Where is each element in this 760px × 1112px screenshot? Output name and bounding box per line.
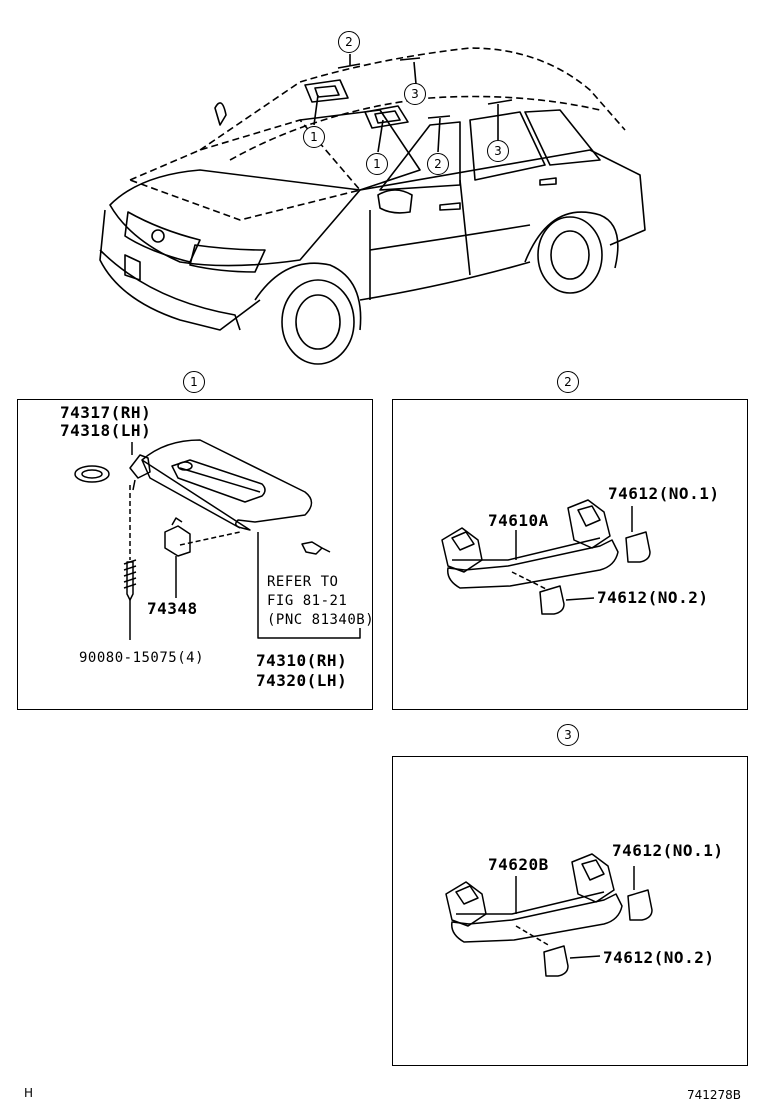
callout-1-right: 1 [366,153,388,175]
part-74317-rh-label: 74317(RH) [60,403,152,422]
part-90080-15075-label: 90080-15075(4) [79,650,205,666]
figure-number: 741278B [687,1088,742,1102]
vehicle-illustration [99,47,646,365]
callout-1-left: 1 [303,126,325,148]
part-74612-no1-rear-label: 74612(NO.1) [612,841,724,860]
rear-assist-grip-panel [392,756,748,1066]
part-74620b-label: 74620B [488,855,549,874]
panel-3-callout: 3 [557,724,579,746]
part-74320-lh-label: 74320(LH) [256,671,348,690]
sun-visor-drawing [74,439,361,640]
panel-1-callout: 1 [183,371,205,393]
footer-left-code: H [24,1086,34,1100]
panel-2-callout: 2 [557,371,579,393]
part-74612-no1-front-label: 74612(NO.1) [608,484,720,503]
part-74348-label: 74348 [147,599,198,618]
refer-line-1: REFER TO [267,574,339,590]
callout-3-side: 3 [487,140,509,162]
part-74318-lh-label: 74318(LH) [60,421,152,440]
sun-visor-panel [17,399,373,710]
part-74612-no2-front-label: 74612(NO.2) [597,588,709,607]
callout-2-top: 2 [338,31,360,53]
rear-assist-grip-drawing [445,853,653,977]
part-74610a-label: 74610A [488,511,549,530]
callout-3-top: 3 [404,83,426,105]
callout-2-side: 2 [427,153,449,175]
front-assist-grip-drawing [441,499,651,615]
part-74612-no2-rear-label: 74612(NO.2) [603,948,715,967]
refer-line-3: (PNC 81340B) [267,612,375,628]
front-assist-grip-panel [392,399,748,710]
part-74310-rh-label: 74310(RH) [256,651,348,670]
refer-line-2: FIG 81-21 [267,593,348,609]
